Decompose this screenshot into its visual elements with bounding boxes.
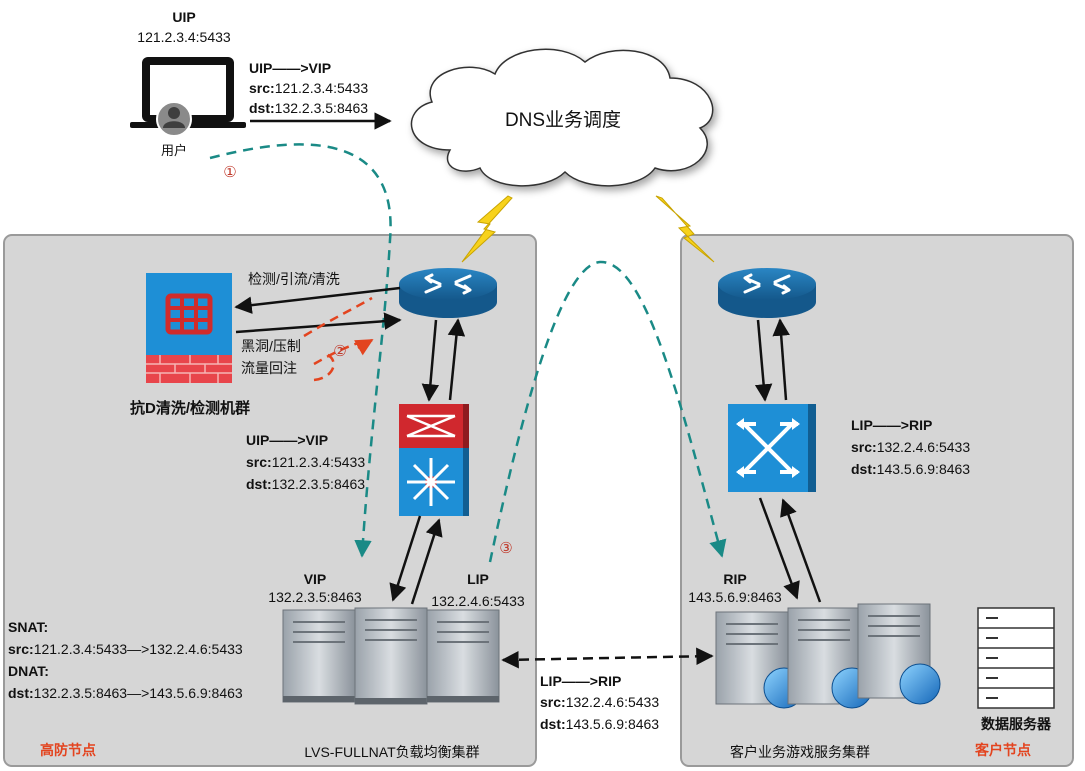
router-to-scrubber-arrow bbox=[234, 286, 401, 314]
router-right-to-switch-arrow bbox=[754, 319, 773, 402]
reinject-arrowhead bbox=[353, 338, 374, 356]
reinject-curve bbox=[313, 352, 335, 382]
dnat-title: DNAT: bbox=[8, 663, 49, 679]
lvs-server-1 bbox=[282, 609, 356, 703]
router-to-switch-arrow bbox=[421, 319, 440, 402]
vip-title: VIP bbox=[304, 571, 327, 587]
switch-to-router-arrow bbox=[447, 318, 466, 401]
user-uip-ip: 121.2.3.4:5433 bbox=[137, 29, 231, 45]
bottom-flow-dst: dst:143.5.6.9:8463 bbox=[540, 716, 659, 732]
vip-ip: 132.2.3.5:8463 bbox=[268, 589, 362, 605]
snat-src: src:121.2.3.4:5433—>132.2.4.6:5433 bbox=[8, 641, 243, 657]
mid-flow-title: UIP——>VIP bbox=[246, 432, 328, 448]
switch-to-game-arrow bbox=[758, 497, 800, 600]
scrubber-detect-label: 检测/引流/清洗 bbox=[248, 271, 340, 287]
user-label: 用户 bbox=[161, 143, 187, 158]
dns-cloud-label: DNS业务调度 bbox=[505, 109, 621, 131]
router-right-icon bbox=[718, 268, 816, 318]
scrubber-blackhole-label: 黑洞/压制 bbox=[241, 338, 301, 354]
game-server-2 bbox=[787, 607, 873, 709]
customer-zone-label: 客户节点 bbox=[974, 742, 1031, 758]
dns-cloud bbox=[410, 48, 714, 187]
lightning-left-icon bbox=[461, 195, 513, 263]
right-flow-dst: dst:143.5.6.9:8463 bbox=[851, 461, 970, 477]
mid-flow-src: src:121.2.3.4:5433 bbox=[246, 454, 365, 470]
top-flow-dst: dst:132.2.3.5:8463 bbox=[249, 100, 368, 116]
lvs-to-game-arrow bbox=[501, 647, 714, 669]
marker-3: ③ bbox=[499, 540, 512, 557]
defense-zone-label: 高防节点 bbox=[40, 742, 96, 758]
switch-right-to-router-arrow bbox=[772, 318, 790, 401]
data-server-rack-icon bbox=[977, 607, 1055, 709]
data-server-label: 数据服务器 bbox=[981, 716, 1052, 732]
router-left-icon bbox=[399, 268, 497, 318]
scrubber-to-router-arrow bbox=[235, 312, 402, 334]
game-server-1 bbox=[715, 611, 805, 709]
rip-title: RIP bbox=[723, 571, 746, 587]
top-flow-src: src:121.2.3.4:5433 bbox=[249, 80, 368, 96]
user-laptop-icon bbox=[130, 57, 246, 137]
bottom-flow-title: LIP——>RIP bbox=[540, 673, 621, 689]
right-flow-src: src:132.2.4.6:5433 bbox=[851, 439, 970, 455]
game-cluster-label: 客户业务游戏服务集群 bbox=[730, 744, 870, 760]
marker-2: ② bbox=[333, 343, 346, 360]
dnat-dst: dst:132.2.3.5:8463—>143.5.6.9:8463 bbox=[8, 685, 243, 701]
user-uip-title: UIP bbox=[172, 9, 195, 25]
lvs-server-3 bbox=[426, 609, 500, 703]
marker-1: ① bbox=[223, 164, 236, 181]
lvs-server-2 bbox=[354, 607, 428, 705]
lightning-right-icon bbox=[655, 195, 715, 263]
scrubber-reinject-label: 流量回注 bbox=[241, 360, 297, 376]
bottom-flow-src: src:132.2.4.6:5433 bbox=[540, 694, 659, 710]
switch-to-lvs-arrow bbox=[389, 515, 422, 602]
top-flow-title: UIP——>VIP bbox=[249, 60, 331, 76]
mid-flow-dst: dst:132.2.3.5:8463 bbox=[246, 476, 365, 492]
firewall-scrubber-icon bbox=[146, 273, 232, 383]
lvs-cluster-label: LVS-FULLNAT负载均衡集群 bbox=[304, 744, 479, 760]
lvs-to-switch-arrow bbox=[410, 518, 443, 605]
lip-ip: 132.2.4.6:5433 bbox=[431, 593, 525, 609]
path-3-lip-to-rip bbox=[488, 260, 727, 563]
scrubber-label: 抗D清洗/检测机群 bbox=[130, 399, 250, 417]
game-server-3 bbox=[857, 603, 941, 705]
rip-ip: 143.5.6.9:8463 bbox=[688, 589, 782, 605]
game-to-switch-arrow bbox=[780, 498, 822, 603]
path-1-user-to-vip bbox=[209, 143, 392, 558]
lip-title: LIP bbox=[467, 571, 489, 587]
l2-switch-icon bbox=[728, 404, 816, 492]
right-flow-title: LIP——>RIP bbox=[851, 417, 932, 433]
l3-switch-icon bbox=[399, 404, 469, 516]
snat-title: SNAT: bbox=[8, 619, 48, 635]
